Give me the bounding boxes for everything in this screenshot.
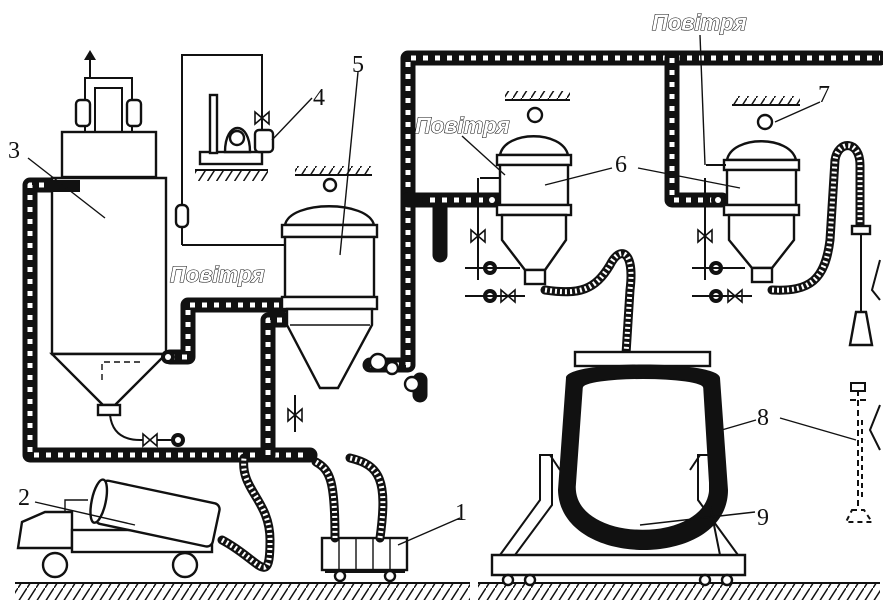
ladle-9 [492, 352, 755, 585]
label-9: 9 [757, 505, 769, 531]
ground-right [478, 583, 880, 600]
label-4: 4 [313, 85, 325, 111]
ground-left [15, 583, 470, 600]
air-label-dispenser-7: Повітря [652, 10, 747, 35]
label-8: 8 [757, 405, 769, 431]
label-7: 7 [818, 82, 830, 108]
compressor-4 [176, 55, 285, 245]
label-5: 5 [352, 52, 364, 78]
containers-1 [316, 458, 407, 581]
spare-lance-dashed [780, 383, 880, 522]
silo-3 [48, 50, 185, 447]
air-label-dispenser-6: Повітря [415, 113, 510, 138]
air-label-compressor: Повітря [170, 262, 265, 287]
label-1: 1 [455, 500, 467, 526]
dispenser-7 [692, 96, 880, 345]
label-6: 6 [615, 152, 627, 178]
label-2: 2 [18, 485, 30, 511]
label-3: 3 [8, 138, 20, 164]
feeder-vessel-5 [282, 166, 419, 432]
tank-truck-2 [18, 458, 270, 577]
